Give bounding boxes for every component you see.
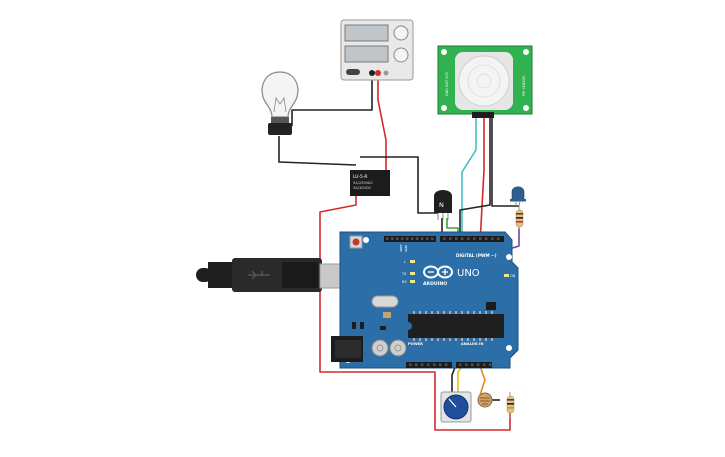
- pir-pins-label: GND OUT VCC: [445, 71, 449, 96]
- arduino-model: UNO: [457, 268, 480, 279]
- atmega-chip: [408, 311, 504, 341]
- led-rx-label: RX: [402, 280, 407, 284]
- digital-header-label: DIGITAL (PWM ~): [456, 253, 497, 258]
- arduino-logo-icon: [423, 265, 453, 279]
- wire-psu-red: [377, 74, 387, 172]
- arduino-uno[interactable]: AREF GND DIGITAL (PWM ~) L TX RX ON UNO …: [331, 231, 519, 369]
- usb-plug-body: [208, 262, 234, 288]
- led-on-indicator: [504, 274, 509, 277]
- wire-relay-5v: [319, 192, 511, 431]
- power-header-label: POWER: [408, 342, 423, 346]
- relay-spec2: 5A/30VDC: [353, 186, 372, 190]
- psu-knob-bottom: [393, 47, 409, 63]
- wire-bulb-relay: [278, 136, 357, 166]
- relay-model: LU-5-R: [353, 174, 367, 180]
- aref-label: AREF: [399, 244, 403, 252]
- pir-side-label: PIR SENSOR: [522, 75, 526, 96]
- psu-knob-top: [393, 25, 409, 41]
- blue-led[interactable]: [510, 186, 526, 207]
- led-rx-indicator: [410, 280, 415, 283]
- photoresistor[interactable]: [477, 392, 493, 408]
- digital-pin-holes: [386, 237, 500, 240]
- wire-relay-transistor: [360, 156, 438, 214]
- usb-symbol-icon: [248, 270, 270, 280]
- pir-sensor[interactable]: GND OUT VCC PIR SENSOR: [437, 45, 533, 118]
- potentiometer[interactable]: [440, 391, 472, 423]
- wires: [278, 74, 520, 431]
- led-on-label: ON: [510, 274, 516, 278]
- psu-terminal-black: [369, 70, 375, 76]
- wire-pir-teal: [461, 116, 477, 238]
- light-bulb[interactable]: [261, 71, 299, 135]
- psu-switch: [346, 69, 360, 75]
- digital-header-right: [440, 236, 504, 242]
- led-l-indicator: [410, 260, 415, 263]
- psu-display-top: [344, 24, 389, 42]
- bulb-socket: [268, 123, 292, 135]
- capacitor-1: [371, 339, 389, 357]
- transistor[interactable]: N: [434, 190, 452, 220]
- crystal: [371, 295, 399, 308]
- bulb-filament: [273, 96, 287, 113]
- psu-terminal-red: [375, 70, 381, 76]
- psu-terminal-gray: [383, 70, 389, 76]
- led-resistor[interactable]: [515, 205, 524, 230]
- led-l-label: L: [404, 260, 406, 264]
- led-tx-indicator: [410, 272, 415, 275]
- led-tx-label: TX: [401, 272, 407, 276]
- usb-cable[interactable]: [196, 258, 351, 292]
- reset-button[interactable]: [349, 235, 363, 249]
- pir-dome: [458, 55, 510, 107]
- pir-connector: [472, 112, 494, 118]
- wire-pir-black2: [491, 118, 519, 207]
- gnd-top-label: GND: [404, 244, 408, 252]
- transistor-label: N: [439, 201, 444, 209]
- wire-psu-black: [291, 74, 373, 126]
- digital-header-left: [384, 236, 436, 242]
- pir-hole-br: [523, 105, 529, 111]
- relay[interactable]: LU-5-R 5A/250VAC 5A/30VDC: [350, 170, 390, 196]
- icsp-header: [486, 302, 496, 310]
- wire-pir-black: [459, 116, 491, 240]
- pir-hole-tr: [523, 49, 529, 55]
- pir-hole-tl: [441, 49, 447, 55]
- relay-spec1: 5A/250VAC: [353, 181, 373, 185]
- bulb-base: [271, 117, 289, 123]
- analog-header: [456, 362, 492, 368]
- psu-display-bottom: [344, 45, 389, 63]
- arduino-brand: ARDUINO: [423, 281, 447, 287]
- analog-header-label: ANALOG IN: [461, 342, 483, 346]
- wire-ldr-orange: [479, 365, 486, 396]
- ldr-resistor[interactable]: [506, 392, 515, 418]
- capacitor-2: [389, 339, 407, 357]
- pir-hole-bl: [441, 105, 447, 111]
- power-supply[interactable]: [340, 19, 414, 81]
